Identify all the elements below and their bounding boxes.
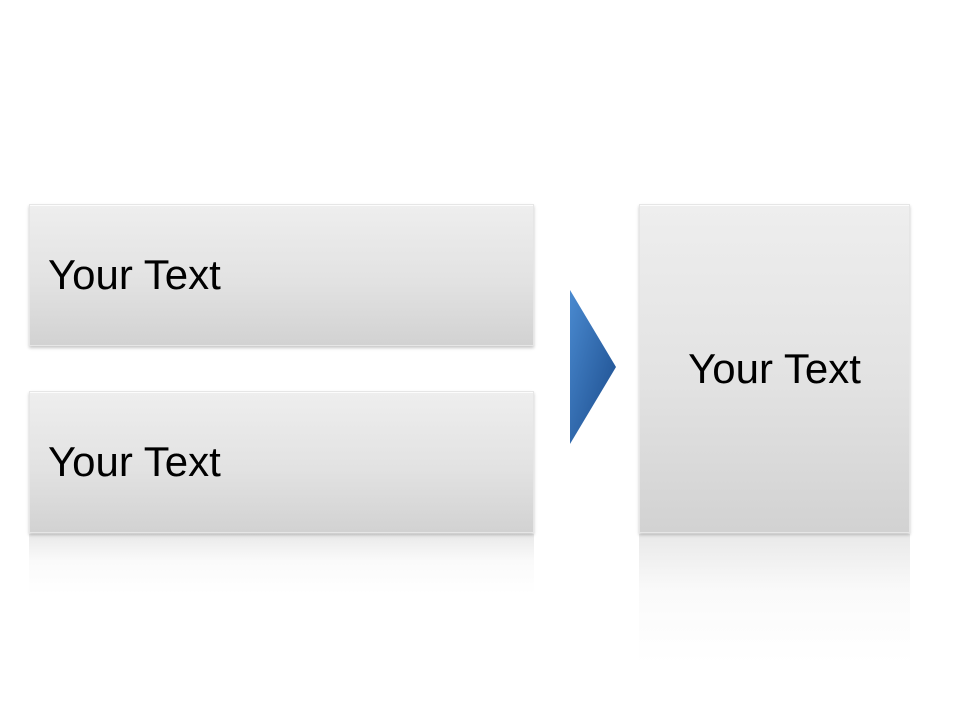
chevron-arrow-icon: [570, 290, 616, 444]
input-box-bottom-label: Your Text: [48, 438, 221, 485]
input-box-top: Your Text: [29, 204, 534, 346]
input-box-reflection: [29, 534, 534, 594]
output-box-label: Your Text: [688, 344, 861, 392]
output-box: Your Text: [639, 204, 910, 533]
output-box-reflection: [639, 534, 910, 664]
input-box-top-label: Your Text: [48, 251, 221, 298]
input-box-bottom: Your Text: [29, 391, 534, 533]
